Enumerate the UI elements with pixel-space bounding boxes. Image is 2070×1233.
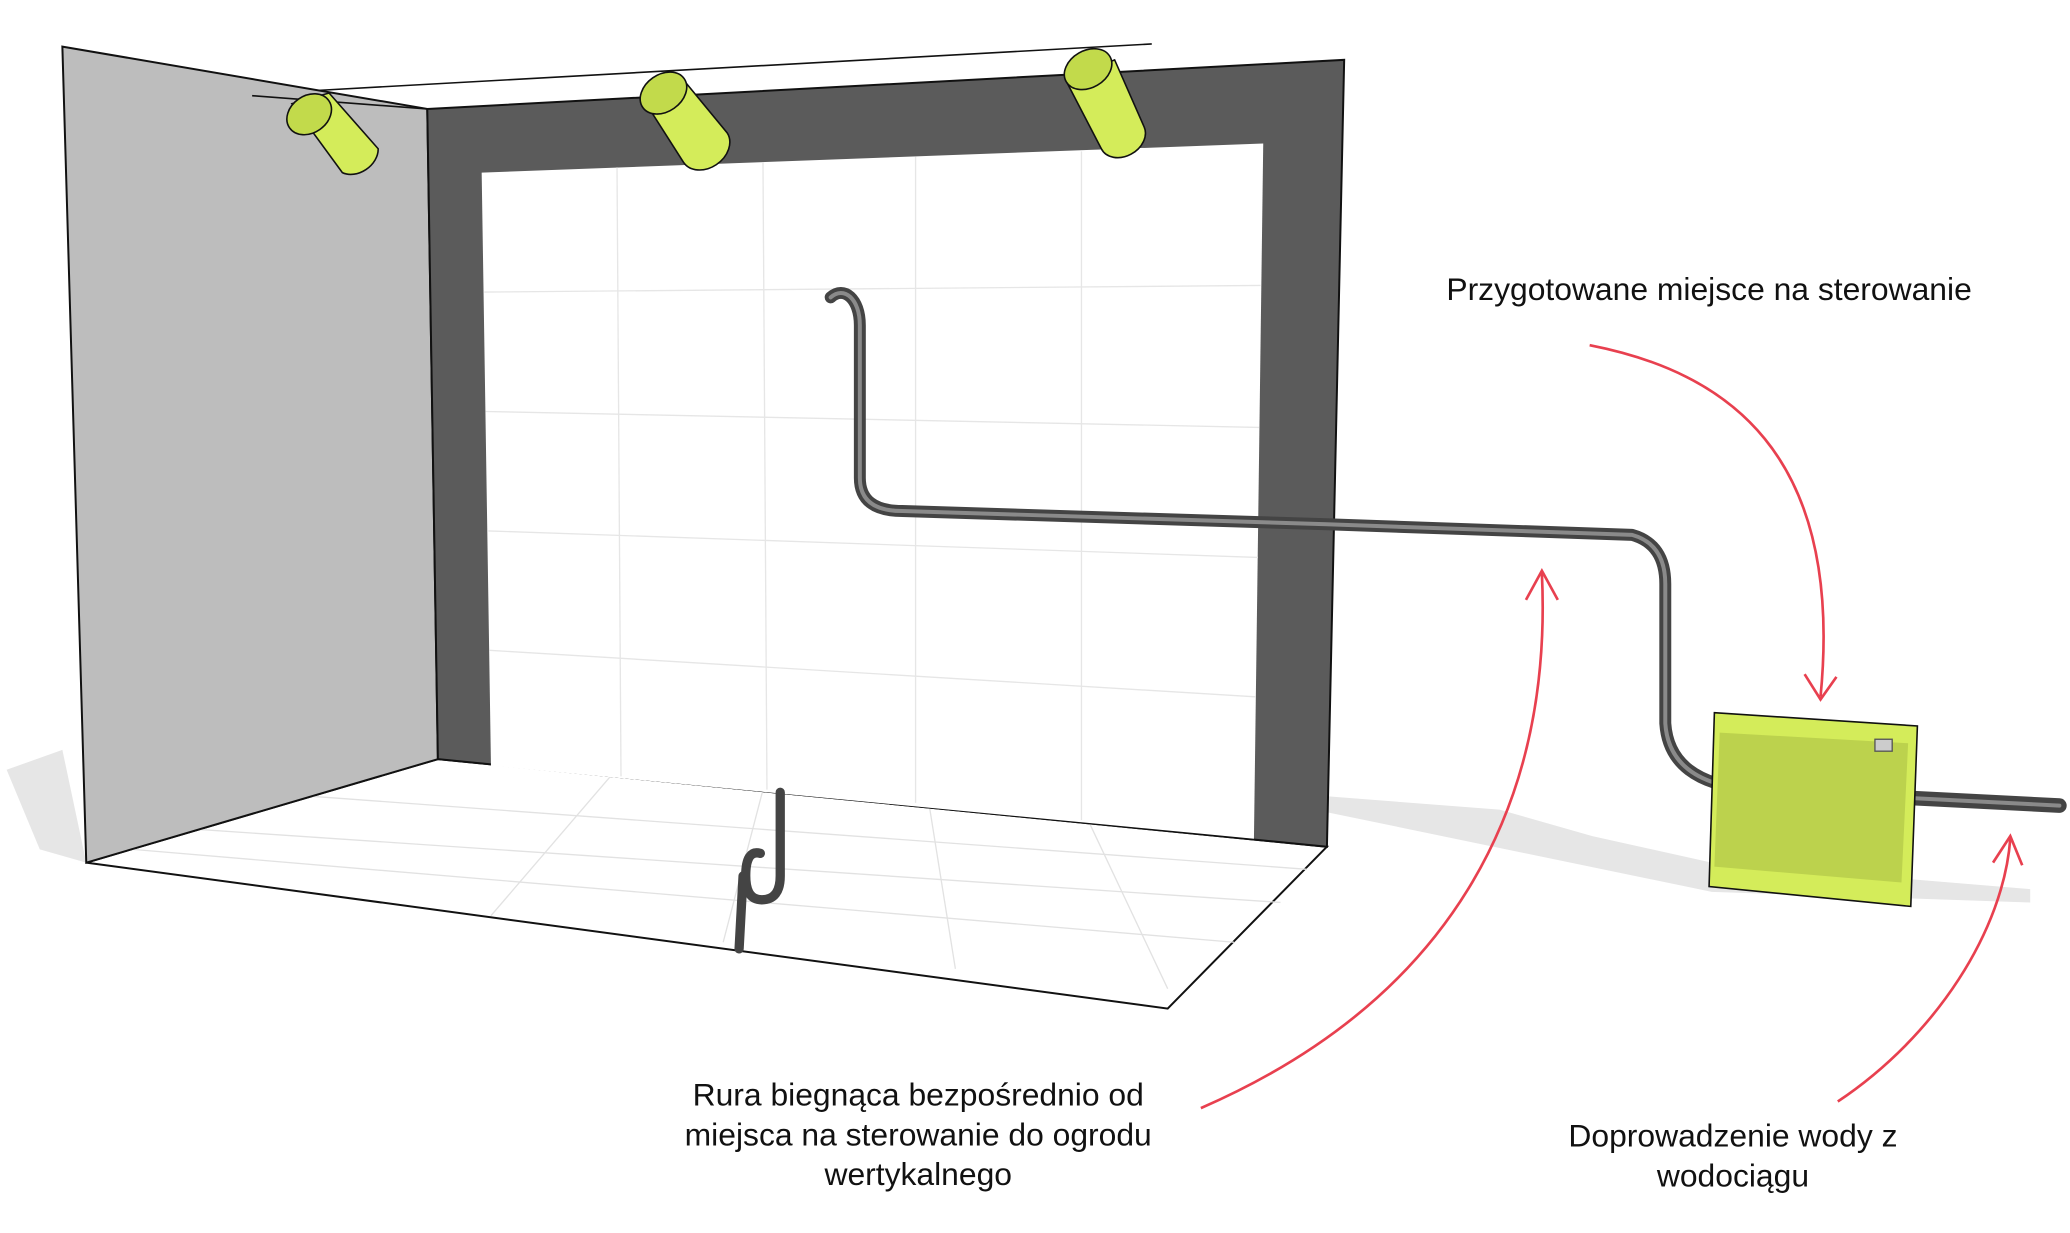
lamp-2 (639, 71, 731, 171)
annotation-arrows (1200, 343, 2024, 1110)
arrow-water-supply (1837, 838, 2012, 1103)
label-pipe-line-2: miejsca na sterowanie do ogrodu (685, 1116, 1152, 1152)
label-water-line-1: Doprowadzenie wody z (1568, 1118, 1897, 1154)
label-water-line-2: wodociągu (1656, 1157, 1809, 1193)
label-pipe-line-1: Rura biegnąca bezpośrednio od (693, 1076, 1144, 1112)
ceiling-edge (252, 43, 1152, 110)
lamp-3 (1063, 47, 1147, 159)
wall-frame (426, 58, 1346, 848)
floor (85, 758, 1330, 1010)
arrow-pipe (1200, 573, 1544, 1110)
label-pipe-line-3: wertykalnego (823, 1156, 1012, 1192)
lamp-1 (286, 92, 379, 176)
label-control-place: Przygotowane miejsce na sterowanie (1446, 271, 1971, 307)
control-box (1708, 711, 1919, 908)
side-wall (61, 45, 439, 864)
arrow-control-place (1589, 343, 1825, 697)
